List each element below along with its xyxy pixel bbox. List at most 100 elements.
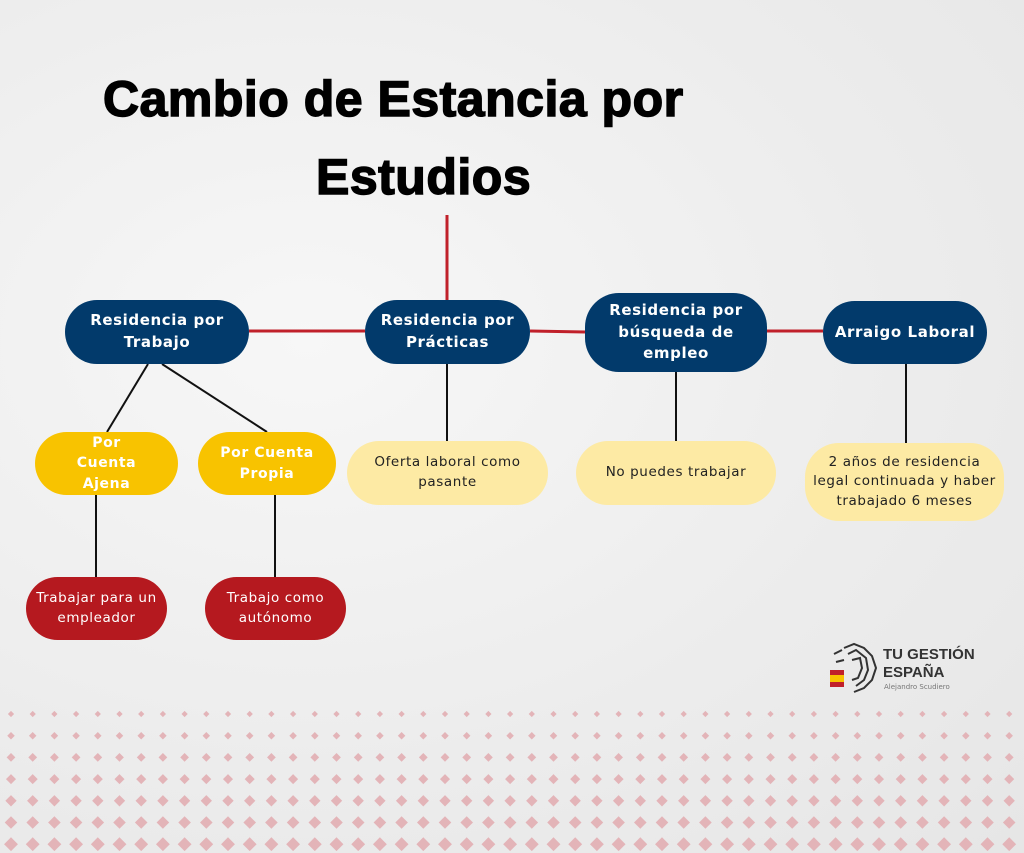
pattern-dot — [915, 837, 930, 852]
title-line1: Cambio de Estancia por — [102, 70, 684, 128]
pattern-dot — [134, 816, 148, 829]
pattern-dot — [243, 816, 256, 829]
pattern-dot — [741, 837, 756, 852]
pattern-dot — [351, 816, 365, 829]
pattern-dot — [875, 710, 883, 718]
node-cuenta-ajena: Por Cuenta Ajena — [35, 432, 178, 495]
pattern-dot — [199, 837, 214, 852]
pattern-dot — [1005, 731, 1013, 740]
pattern-dot — [676, 837, 691, 852]
pattern-dot — [980, 837, 995, 852]
pattern-dot — [177, 837, 192, 852]
pattern-dot — [788, 731, 796, 740]
pattern-dot — [524, 837, 539, 852]
pattern-dot — [679, 731, 688, 740]
pattern-dot — [528, 731, 536, 740]
pattern-dot — [723, 731, 731, 740]
pattern-dot — [655, 837, 669, 852]
pattern-dot — [113, 816, 126, 829]
pattern-dot — [962, 710, 969, 718]
pattern-dot — [916, 816, 929, 829]
pattern-dot — [981, 816, 994, 829]
pattern-dot — [462, 731, 471, 740]
pattern-dot — [27, 774, 38, 785]
pattern-dot — [572, 710, 579, 718]
pattern-dot — [593, 710, 601, 718]
pattern-dot — [658, 731, 666, 740]
pattern-dot — [633, 837, 648, 852]
pattern-dot — [959, 816, 973, 829]
pattern-dot — [71, 774, 82, 785]
connector-trabajo-ajena — [106, 363, 149, 433]
pattern-dot — [745, 731, 753, 740]
pattern-dot — [698, 837, 713, 852]
pattern-dot — [438, 816, 452, 829]
pattern-dot — [395, 816, 408, 829]
pattern-dot — [831, 731, 840, 740]
pattern-dot — [872, 816, 886, 829]
pattern-dot — [789, 710, 796, 718]
pattern-dot — [439, 774, 451, 785]
pattern-dot — [766, 731, 775, 740]
pattern-dot — [896, 731, 905, 740]
pattern-dot — [459, 837, 474, 852]
pattern-dot — [69, 816, 83, 829]
pattern-dot — [832, 710, 839, 718]
pattern-dot — [854, 710, 861, 718]
pattern-dot — [26, 816, 39, 829]
connector-trabajo-propia — [161, 363, 268, 433]
pattern-dot — [1002, 837, 1017, 852]
pattern-dot — [614, 731, 623, 740]
pattern-dot — [655, 816, 669, 829]
node-residencia-busqueda: Residencia por búsqueda de empleo — [585, 293, 767, 372]
logo-tu-gestion-espana: TU GESTIÓN ESPAÑA Alejandro Scudiero — [830, 640, 990, 698]
node-residencia-trabajo: Residencia por Trabajo — [65, 300, 249, 364]
pattern-dot — [785, 816, 799, 829]
pattern-dot — [503, 816, 517, 829]
pattern-dot — [354, 731, 362, 740]
pattern-dot — [156, 816, 170, 829]
pattern-dot — [351, 837, 366, 852]
pattern-dot — [940, 731, 948, 740]
pattern-dot — [637, 710, 644, 718]
pattern-dot — [919, 710, 926, 718]
pattern-dot — [1002, 816, 1016, 829]
pattern-dot — [200, 816, 213, 829]
pattern-dot — [286, 816, 300, 829]
pattern-dot — [330, 816, 343, 829]
pattern-dot — [571, 731, 579, 740]
node-trabajar-empleador: Trabajar para un empleador — [26, 577, 167, 640]
dot-pattern — [4, 710, 1017, 852]
pattern-dot — [850, 837, 865, 852]
pattern-dot — [114, 774, 125, 785]
pattern-dot — [677, 816, 690, 829]
pattern-dot — [767, 710, 774, 718]
node-arraigo-requisitos: 2 años de residencia legal continuada y … — [805, 443, 1004, 521]
pattern-dot — [568, 816, 582, 829]
pattern-dot — [310, 753, 320, 762]
pattern-dot — [702, 710, 709, 718]
node-residencia-practicas: Residencia por Prácticas — [365, 300, 530, 364]
pattern-dot — [418, 753, 428, 762]
pattern-dot — [483, 774, 494, 785]
pattern-dot — [309, 774, 320, 785]
node-arraigo-laboral: Arraigo Laboral — [823, 301, 987, 364]
pattern-dot — [5, 774, 17, 785]
pattern-dot — [701, 731, 710, 740]
pattern-dot — [872, 837, 886, 852]
pattern-dot — [983, 731, 992, 740]
pattern-dot — [547, 816, 560, 829]
logo-name-line2: ESPAÑA — [883, 664, 945, 681]
logo-name-line1: TU GESTIÓN — [883, 646, 975, 663]
pattern-dot — [550, 710, 557, 718]
pattern-dot — [853, 731, 862, 740]
pattern-dot — [91, 816, 105, 829]
pattern-dot — [810, 731, 818, 740]
pattern-dot — [528, 710, 535, 718]
pattern-dot — [940, 710, 948, 718]
pattern-dot — [266, 774, 277, 785]
pattern-dot — [504, 795, 516, 807]
pattern-dot — [658, 710, 666, 718]
pattern-dot — [763, 837, 778, 852]
